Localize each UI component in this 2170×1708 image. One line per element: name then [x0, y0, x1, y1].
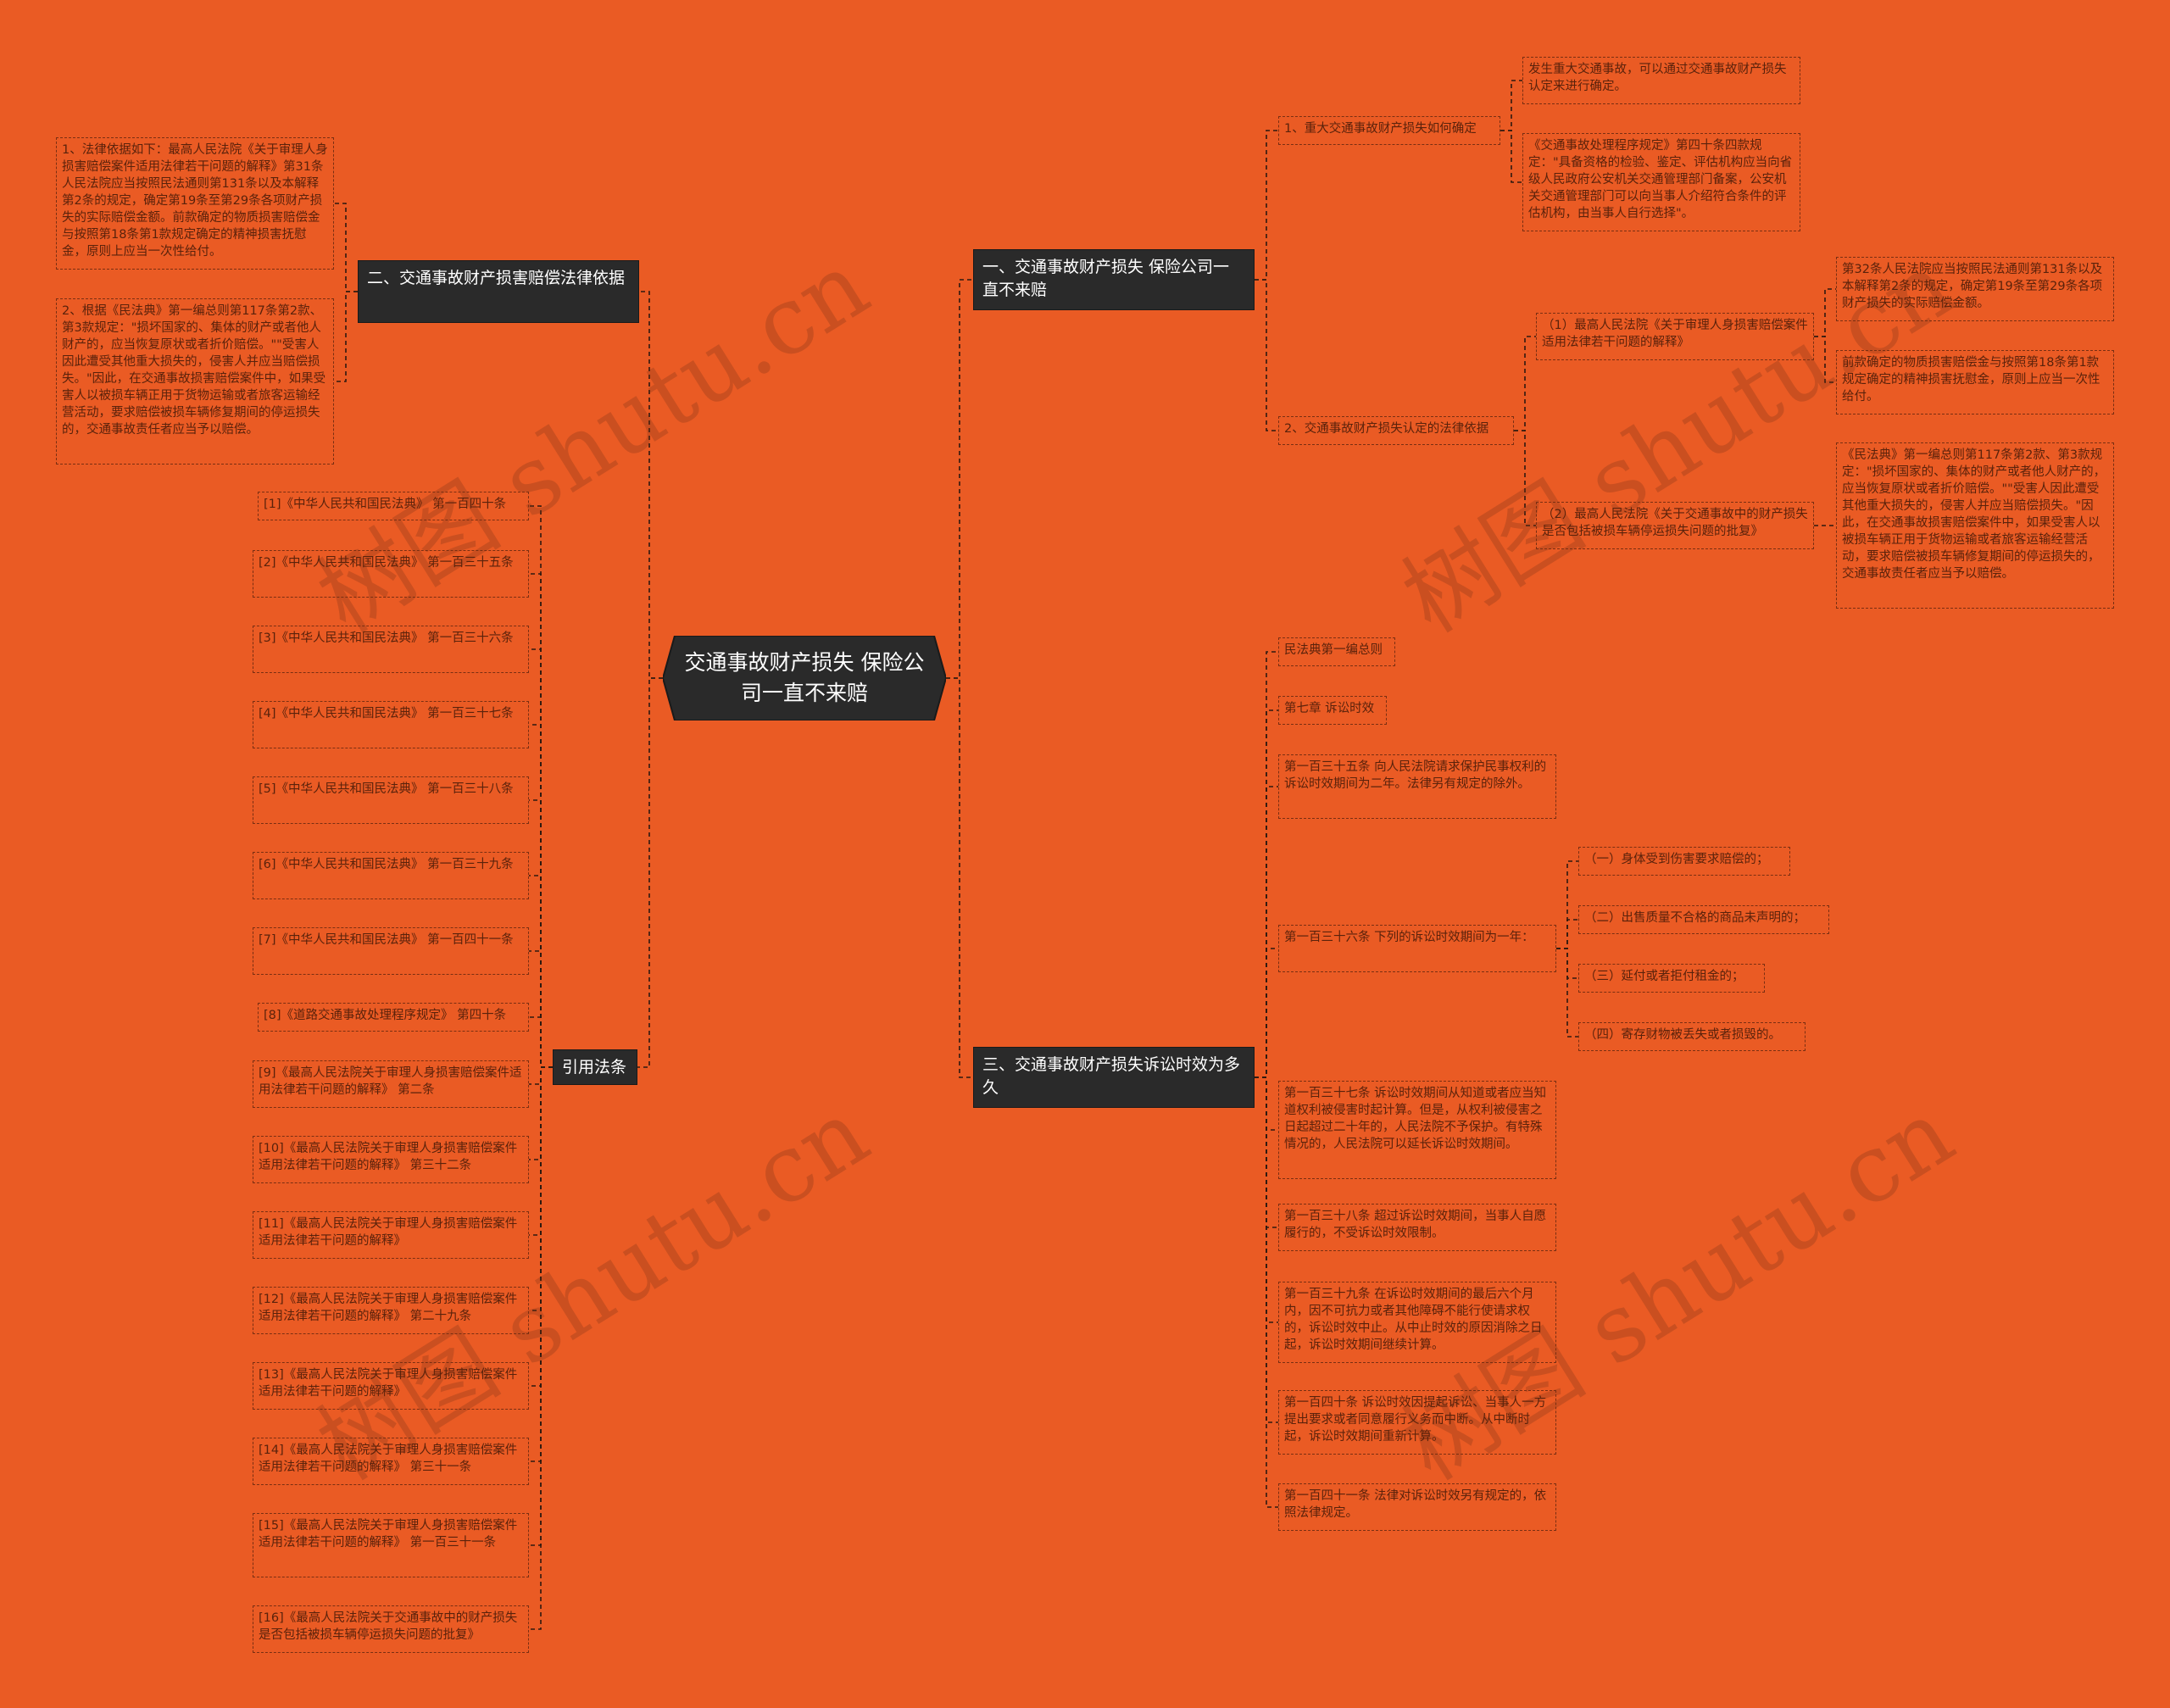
branch-citations[interactable]: 引用法条: [553, 1049, 637, 1085]
connector-line: [529, 1066, 553, 1546]
connector-line: [1255, 786, 1278, 1078]
citation-item[interactable]: [16]《最高人民法院关于交通事故中的财产损失是否包括被损车辆停运损失问题的批复…: [253, 1605, 529, 1653]
connector-line: [1255, 709, 1278, 1078]
limitation-item[interactable]: 第一百三十九条 在诉讼时效期间的最后六个月内，因不可抗力或者其他障碍不能行使请求…: [1278, 1282, 1556, 1363]
connector-line: [334, 203, 358, 292]
interpretation-item[interactable]: 前款确定的物质损害赔偿金与按照第18条第1款规定确定的精神损害抚慰金，原则上应当…: [1836, 350, 2114, 414]
center-topic-label: 交通事故财产损失 保险公司一直不来赔: [684, 650, 925, 705]
connector-line: [1514, 336, 1536, 431]
connector-line: [529, 648, 553, 1068]
one-year-case[interactable]: （一）身体受到伤害要求赔偿的；: [1578, 847, 1790, 876]
branch-insurer-not-paying[interactable]: 一、交通事故财产损失 保险公司一直不来赔: [973, 249, 1255, 310]
connector-line: [1255, 279, 1278, 431]
connector-line: [946, 677, 973, 1078]
citation-item[interactable]: [14]《最高人民法院关于审理人身损害赔偿案件适用法律若干问题的解释》 第三十一…: [253, 1438, 529, 1485]
connector-line: [1255, 130, 1278, 281]
interpretation-personal-injury[interactable]: （1）最高人民法院《关于审理人身损害赔偿案件适用法律若干问题的解释》: [1536, 313, 1814, 360]
limitation-item[interactable]: 第一百三十五条 向人民法院请求保护民事权利的诉讼时效期间为二年。法律另有规定的除…: [1278, 754, 1556, 819]
connector-line: [637, 677, 663, 1068]
citation-item[interactable]: [7]《中华人民共和国民法典》 第一百四十一条: [253, 927, 529, 975]
center-topic[interactable]: 交通事故财产损失 保险公司一直不来赔: [663, 636, 946, 720]
citation-item[interactable]: [10]《最高人民法院关于审理人身损害赔偿案件适用法律若干问题的解释》 第三十二…: [253, 1136, 529, 1183]
citation-item[interactable]: [3]《中华人民共和国民法典》 第一百三十六条: [253, 626, 529, 673]
one-year-case[interactable]: （四）寄存财物被丢失或者损毁的。: [1578, 1022, 1806, 1051]
one-year-case[interactable]: （三）延付或者拒付租金的；: [1578, 964, 1765, 993]
connector-line: [529, 1016, 553, 1068]
citation-item[interactable]: [6]《中华人民共和国民法典》 第一百三十九条: [253, 852, 529, 899]
reply-item[interactable]: 《民法典》第一编总则第117条第2款、第3款规定："损坏国家的、集体的财产或者他…: [1836, 442, 2114, 609]
connector-line: [1814, 288, 1836, 337]
connector-line: [529, 1066, 553, 1160]
connector-line: [1814, 336, 1836, 383]
connector-line: [1255, 948, 1278, 1078]
citation-item[interactable]: [2]《中华人民共和国民法典》 第一百三十五条: [253, 550, 529, 598]
sub-legal-basis-for-loss[interactable]: 2、交通事故财产损失认定的法律依据: [1278, 416, 1514, 445]
interpretation-item[interactable]: 第32条人民法院应当按照民法通则第131条以及本解释第2条的规定，确定第19条至…: [1836, 257, 2114, 321]
branch-law-basis[interactable]: 二、交通事故财产损害赔偿法律依据: [358, 260, 639, 323]
loss-determination-item[interactable]: 发生重大交通事故，可以通过交通事故财产损失认定来进行确定。: [1522, 57, 1800, 104]
connector-line: [529, 1066, 553, 1630]
citation-item[interactable]: [15]《最高人民法院关于审理人身损害赔偿案件适用法律若干问题的解释》 第一百三…: [253, 1513, 529, 1577]
limitation-item[interactable]: 第一百四十一条 法律对诉讼时效另有规定的，依照法律规定。: [1278, 1483, 1556, 1531]
citation-item[interactable]: [8]《道路交通事故处理程序规定》 第四十条: [258, 1003, 529, 1032]
citation-item[interactable]: [1]《中华人民共和国民法典》 第一百四十条: [258, 492, 529, 520]
connector-line: [639, 291, 663, 679]
limitation-item[interactable]: 第七章 诉讼时效: [1278, 696, 1387, 725]
limitation-item[interactable]: 第一百三十七条 诉讼时效期间从知道或者应当知道权利被侵害时起计算。但是，从权利被…: [1278, 1081, 1556, 1179]
loss-determination-item[interactable]: 《交通事故处理程序规定》第四十条四款规定："具备资格的检验、鉴定、评估机构应当向…: [1522, 133, 1800, 231]
connector-line: [529, 573, 553, 1068]
connector-line: [1556, 948, 1578, 1038]
sub-how-to-determine-loss[interactable]: 1、重大交通事故财产损失如何确定: [1278, 116, 1500, 145]
citation-item[interactable]: [9]《最高人民法院关于审理人身损害赔偿案件适用法律若干问题的解释》 第二条: [253, 1060, 529, 1108]
connector-line: [1514, 430, 1536, 526]
connector-line: [1500, 130, 1522, 183]
citation-item[interactable]: [13]《最高人民法院关于审理人身损害赔偿案件适用法律若干问题的解释》: [253, 1362, 529, 1410]
law-basis-item-1[interactable]: 1、法律依据如下：最高人民法院《关于审理人身损害赔偿案件适用法律若干问题的解释》…: [56, 137, 334, 270]
limitation-item[interactable]: 第一百四十条 诉讼时效因提起诉讼、当事人一方提出要求或者同意履行义务而中断。从中…: [1278, 1390, 1556, 1455]
citation-item[interactable]: [12]《最高人民法院关于审理人身损害赔偿案件适用法律若干问题的解释》 第二十九…: [253, 1287, 529, 1334]
connector-line: [1556, 860, 1578, 949]
connector-line: [529, 950, 553, 1068]
connector-line: [1556, 919, 1578, 949]
connector-line: [946, 279, 973, 679]
citation-item[interactable]: [5]《中华人民共和国民法典》 第一百三十八条: [253, 776, 529, 824]
citation-item[interactable]: [4]《中华人民共和国民法典》 第一百三十七条: [253, 701, 529, 748]
connector-line: [1255, 1077, 1278, 1508]
law-basis-item-2[interactable]: 2、根据《民法典》第一编总则第117条第2款、第3款规定："损坏国家的、集体的财…: [56, 298, 334, 465]
connector-line: [334, 291, 358, 382]
connector-line: [529, 1066, 553, 1085]
limitation-item[interactable]: 民法典第一编总则: [1278, 637, 1395, 666]
limitation-item[interactable]: 第一百三十六条 下列的诉讼时效期间为一年：: [1278, 925, 1556, 972]
reply-vehicle-downtime-loss[interactable]: （2）最高人民法院《关于交通事故中的财产损失是否包括被损车辆停运损失问题的批复》: [1536, 502, 1814, 549]
center-topic-shape: [663, 636, 946, 720]
limitation-item[interactable]: 第一百三十八条 超过诉讼时效期间，当事人自愿履行的，不受诉讼时效限制。: [1278, 1204, 1556, 1251]
connector-line: [1255, 1077, 1278, 1323]
one-year-case[interactable]: （二）出售质量不合格的商品未声明的；: [1578, 905, 1829, 934]
branch-limitation-period[interactable]: 三、交通事故财产损失诉讼时效为多久: [973, 1047, 1255, 1108]
connector-line: [1500, 80, 1522, 131]
citation-item[interactable]: [11]《最高人民法院关于审理人身损害赔偿案件适用法律若干问题的解释》: [253, 1211, 529, 1259]
